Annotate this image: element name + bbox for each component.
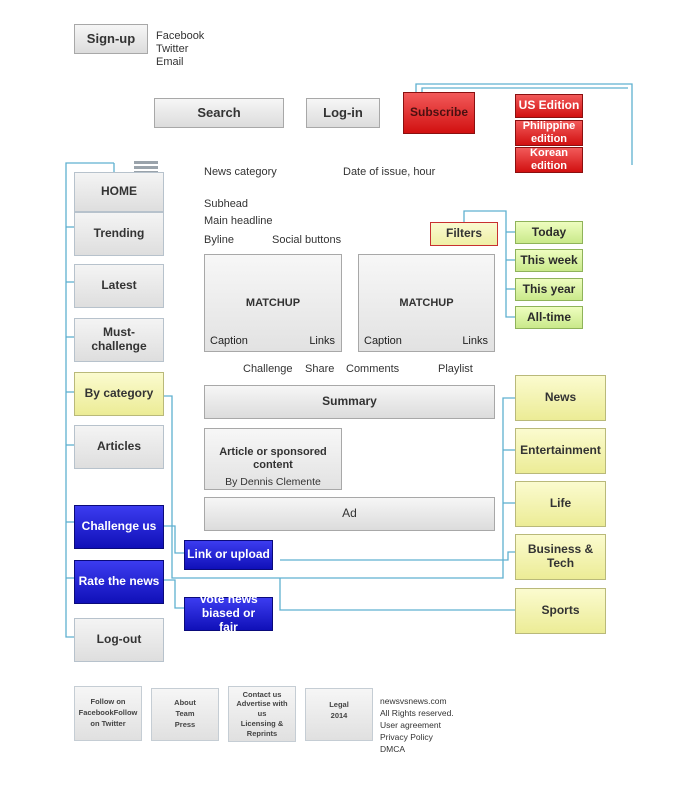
footer-contact-box[interactable]: Contact us Advertise with us Licensing &…	[228, 686, 296, 742]
share-action[interactable]: Share	[305, 363, 335, 375]
footer-press-link[interactable]: Press	[174, 719, 196, 729]
summary-bar[interactable]: Summary	[204, 385, 495, 419]
footer-legal-link[interactable]: Legal	[329, 700, 349, 709]
footer-site-info: newsvsnews.com All Rights reserved. User…	[380, 696, 454, 755]
footer-about-link[interactable]: About	[174, 698, 196, 708]
logout-button[interactable]: Log-out	[74, 618, 164, 662]
link-or-upload-button[interactable]: Link or upload	[184, 540, 273, 570]
category-business-tech[interactable]: Business & Tech	[515, 534, 606, 580]
footer-advertise-link[interactable]: us	[257, 709, 267, 719]
sidebar-item-articles[interactable]: Articles	[74, 425, 164, 469]
matchup-card[interactable]: MATCHUP Caption Links	[358, 254, 495, 352]
filter-today[interactable]: Today	[515, 221, 583, 244]
comments-action[interactable]: Comments	[346, 363, 400, 375]
footer-follow-line: Follow on	[90, 697, 126, 707]
twitter-link[interactable]: Twitter	[156, 43, 189, 55]
edition-korean[interactable]: Korean edition	[515, 147, 583, 173]
rate-the-news-button[interactable]: Rate the news	[74, 560, 164, 604]
matchup-title: MATCHUP	[399, 297, 454, 309]
ad-slot[interactable]: Ad	[204, 497, 495, 531]
edition-philippine[interactable]: Philippine edition	[515, 120, 583, 146]
sidebar-item-must-challenge[interactable]: Must-challenge	[74, 318, 164, 362]
filter-all-time[interactable]: All-time	[515, 306, 583, 329]
footer-follow-box[interactable]: Follow on FacebookFollow on Twitter	[74, 686, 142, 741]
article-author: By Dennis Clemente	[225, 476, 321, 488]
edition-us[interactable]: US Edition	[515, 94, 583, 118]
category-entertainment[interactable]: Entertainment	[515, 428, 606, 474]
sidebar-item-by-category[interactable]: By category	[74, 372, 164, 416]
byline-label: Byline	[204, 234, 234, 246]
category-news[interactable]: News	[515, 375, 606, 421]
footer-dmca-link[interactable]: DMCA	[380, 743, 406, 754]
signup-button[interactable]: Sign-up	[74, 24, 148, 54]
footer-follow-line: on Twitter	[90, 718, 126, 728]
matchup-links[interactable]: Links	[309, 335, 335, 347]
login-button[interactable]: Log-in	[306, 98, 380, 128]
filters-button[interactable]: Filters	[430, 222, 498, 246]
search-button[interactable]: Search	[154, 98, 284, 128]
subhead-label: Subhead	[204, 198, 249, 210]
date-of-issue-label: Date of issue, hour	[343, 166, 436, 178]
filter-this-year[interactable]: This year	[515, 278, 583, 301]
footer-privacy-policy-link[interactable]: Privacy Policy	[380, 731, 433, 742]
sidebar-item-home[interactable]: HOME	[74, 172, 164, 212]
footer-rights: All Rights reserved.	[380, 707, 454, 718]
matchup-caption: Caption	[210, 335, 248, 347]
sidebar-item-trending[interactable]: Trending	[74, 212, 164, 256]
matchup-links[interactable]: Links	[462, 335, 488, 347]
footer-licensing-link[interactable]: Reprints	[246, 728, 278, 738]
matchup-title: MATCHUP	[245, 297, 301, 309]
footer-contact-link[interactable]: Contact us	[242, 689, 282, 699]
subscribe-button[interactable]: Subscribe	[403, 92, 475, 134]
playlist-action[interactable]: Playlist	[438, 363, 473, 375]
footer-site-name: newsvsnews.com	[380, 696, 447, 706]
sidebar-item-latest[interactable]: Latest	[74, 264, 164, 308]
facebook-link[interactable]: Facebook	[156, 30, 205, 42]
article-card[interactable]: Article or sponsored content By Dennis C…	[204, 428, 342, 490]
footer-user-agreement-link[interactable]: User agreement	[380, 719, 441, 730]
vote-biased-or-fair-button[interactable]: Vote news biased or fair	[184, 592, 273, 634]
filter-this-week[interactable]: This week	[515, 249, 583, 272]
email-link[interactable]: Email	[156, 56, 184, 68]
article-title: Article or sponsored content	[219, 446, 327, 472]
footer-team-link[interactable]: Team	[175, 709, 195, 719]
news-category-label[interactable]: News category	[204, 166, 277, 178]
footer-about-box[interactable]: About Team Press	[151, 688, 219, 741]
social-buttons-label[interactable]: Social buttons	[272, 234, 342, 246]
challenge-us-button[interactable]: Challenge us	[74, 505, 164, 549]
category-life[interactable]: Life	[515, 481, 606, 527]
footer-licensing-link[interactable]: Licensing &	[240, 718, 284, 728]
challenge-action[interactable]: Challenge	[243, 363, 293, 375]
footer-legal-box[interactable]: Legal 2014	[305, 688, 373, 741]
matchup-caption: Caption	[364, 335, 402, 347]
category-sports[interactable]: Sports	[515, 588, 606, 634]
matchup-card[interactable]: MATCHUP Caption Links	[204, 254, 342, 352]
footer-follow-line: FacebookFollow	[78, 708, 138, 718]
footer-advertise-link[interactable]: Advertise with	[236, 699, 288, 709]
footer-year: 2014	[330, 710, 348, 720]
main-headline-label[interactable]: Main headline	[204, 215, 273, 227]
